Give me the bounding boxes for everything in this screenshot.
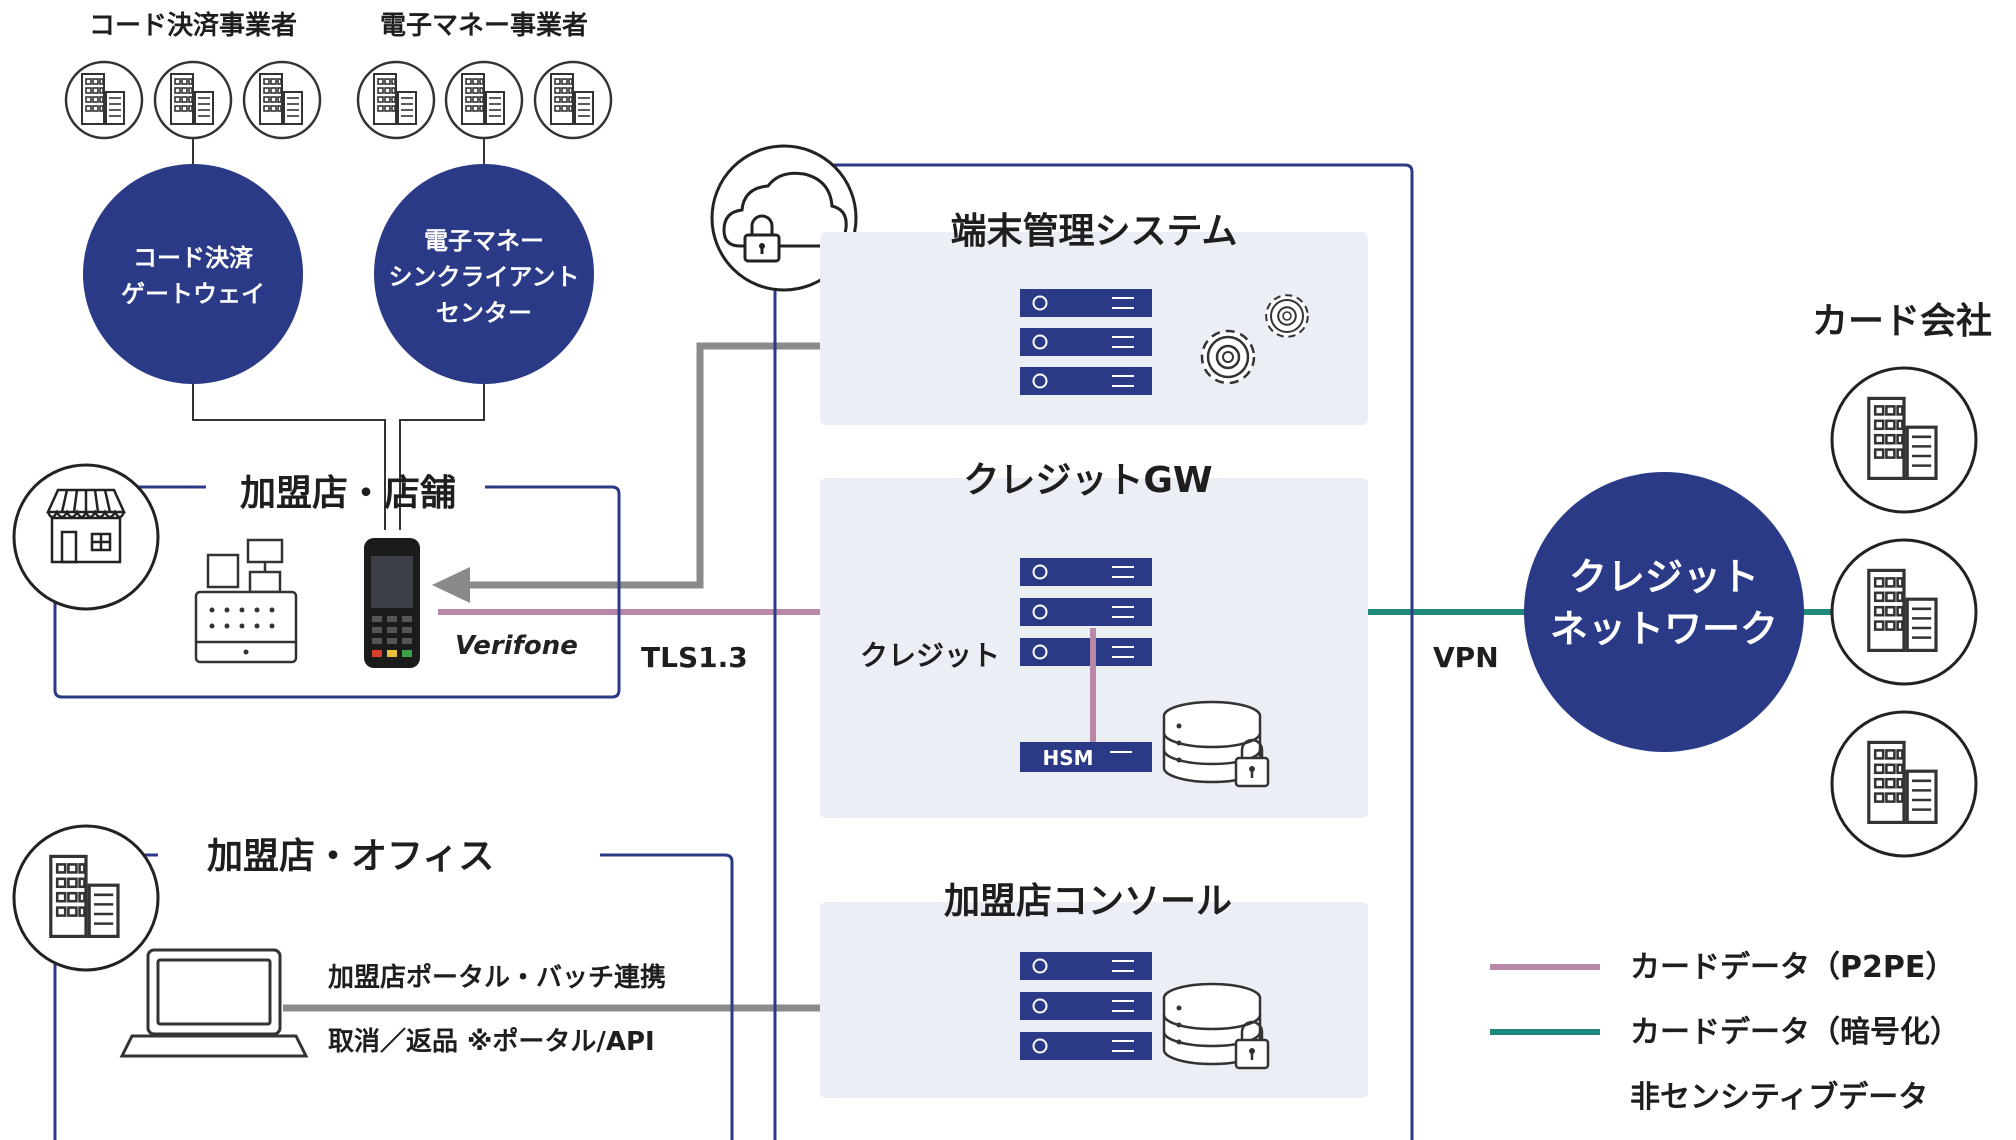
office-building-icon	[12, 824, 160, 972]
credit-label: クレジット	[860, 639, 1000, 672]
laptop-icon	[119, 948, 309, 1058]
hsm-module	[1020, 742, 1152, 772]
emoney-providers-title: 電子マネー事業者	[380, 11, 588, 41]
console-database-icon	[1162, 982, 1270, 1070]
emoney-provider-building-icons	[356, 60, 613, 140]
terminal-management-panel	[820, 232, 1368, 425]
svg-text:コード決済: コード決済	[133, 244, 254, 272]
store-title: 加盟店・店舗	[240, 473, 456, 514]
store-shop-icon	[12, 463, 160, 611]
terminal-management-title: 端末管理システム	[951, 211, 1238, 252]
svg-text:ネットワーク: ネットワーク	[1550, 607, 1778, 651]
office-title: 加盟店・オフィス	[207, 836, 494, 877]
emoney-thinclient-center-node: 電子マネー シンクライアント センター	[374, 164, 594, 384]
merchant-console-panel	[820, 902, 1368, 1098]
svg-text:ゲートウェイ: ゲートウェイ	[121, 280, 265, 308]
vpn-label: VPN	[1433, 641, 1499, 674]
svg-text:電子マネー: 電子マネー	[424, 227, 544, 255]
card-companies-title: カード会社	[1812, 301, 1992, 342]
card-company-building-icons	[1830, 366, 1978, 858]
code-provider-building-icons	[64, 60, 322, 140]
legend: カードデータ（P2PE） カードデータ（暗号化） 非センシティブデータ	[1490, 950, 1960, 1115]
office-refund-label: 取消／返品 ※ポータル/API	[328, 1026, 655, 1057]
legend-label-p2pe: カードデータ（P2PE）	[1630, 950, 1955, 985]
legend-label-encrypted: カードデータ（暗号化）	[1630, 1015, 1960, 1050]
code-payment-providers-title: コード決済事業者	[89, 10, 297, 41]
office-portal-batch-label: 加盟店ポータル・バッチ連携	[328, 962, 666, 993]
code-payment-gateway-node: コード決済 ゲートウェイ	[83, 164, 303, 384]
tls-label: TLS1.3	[641, 641, 748, 674]
svg-text:シンクライアント: シンクライアント	[388, 263, 579, 291]
credit-gw-title: クレジットGW	[963, 460, 1212, 501]
merchant-console-title: 加盟店コンソール	[944, 881, 1232, 922]
verifone-logo: Verifone	[455, 631, 578, 661]
credit-database-icon	[1162, 700, 1270, 788]
hsm-label: HSM	[1042, 746, 1093, 770]
legend-label-non-sensitive: 非センシティブデータ	[1630, 1080, 1928, 1115]
payment-terminal-icon	[364, 538, 420, 668]
svg-text:クレジット: クレジット	[1569, 555, 1759, 599]
credit-network-node: クレジット ネットワーク	[1524, 472, 1804, 752]
pos-register-icon	[194, 538, 298, 664]
svg-text:センター: センター	[436, 299, 532, 327]
